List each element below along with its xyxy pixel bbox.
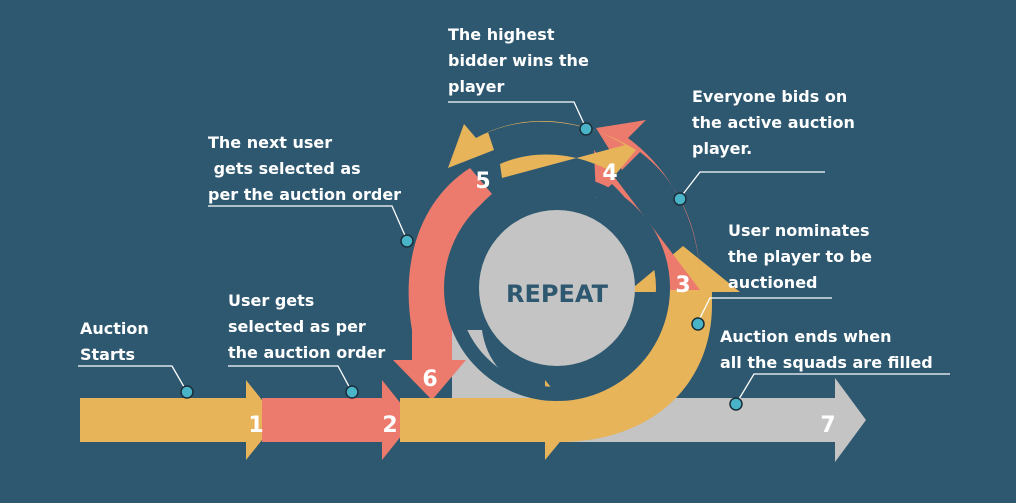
- pointer-line-step-1: [78, 365, 188, 393]
- step-label-3: User nominates the player to be auctione…: [728, 221, 872, 292]
- step-number-3: 3: [675, 273, 690, 298]
- pointer-line-step-5: [448, 101, 587, 129]
- arrow-step-1: [80, 380, 278, 460]
- pointer-dot-step-4: [673, 192, 687, 206]
- pointer-dot-step-6: [400, 234, 414, 248]
- pointer-dot-step-2: [345, 385, 359, 399]
- pointer-dot-step-3: [691, 317, 705, 331]
- step-label-7: Auction ends when all the squads are fil…: [720, 327, 933, 372]
- step-number-4: 4: [602, 161, 617, 186]
- pointer-dot-step-5: [579, 122, 593, 136]
- step-label-5: The highest bidder wins the player: [448, 25, 589, 96]
- loop-gray-underlay: [452, 330, 560, 398]
- pointer-line-step-7: [735, 373, 950, 405]
- step-label-6: The next user gets selected as per the a…: [208, 133, 402, 204]
- repeat-circle: [479, 210, 635, 366]
- pointer-dot-step-7: [729, 397, 743, 411]
- repeat-label: REPEAT: [506, 280, 609, 308]
- pointer-line-step-3: [697, 297, 832, 323]
- arrow-into-loop: [400, 380, 578, 460]
- loop-inner-gap: [444, 175, 670, 401]
- step-label-2: User gets selected as per the auction or…: [228, 291, 386, 362]
- step-number-5: 5: [475, 169, 490, 194]
- pointer-dot-step-1: [180, 385, 194, 399]
- pointer-line-step-2: [228, 365, 353, 393]
- pointer-line-step-4: [679, 171, 825, 199]
- loop-arc-step-5: [448, 121, 636, 178]
- pointer-dots: [180, 122, 743, 411]
- step-number-7: 7: [820, 413, 835, 438]
- step-number-6: 6: [422, 367, 437, 392]
- step-label-4: Everyone bids on the active auction play…: [692, 87, 855, 158]
- pointer-lines: [78, 101, 950, 405]
- step-label-1: Auction Starts: [80, 319, 149, 364]
- arrow-step-2: [262, 380, 414, 460]
- pointer-line-step-6: [208, 205, 408, 241]
- step-number-1: 1: [248, 413, 263, 438]
- step-number-2: 2: [382, 413, 397, 438]
- loop-arc-step-6: [393, 168, 492, 400]
